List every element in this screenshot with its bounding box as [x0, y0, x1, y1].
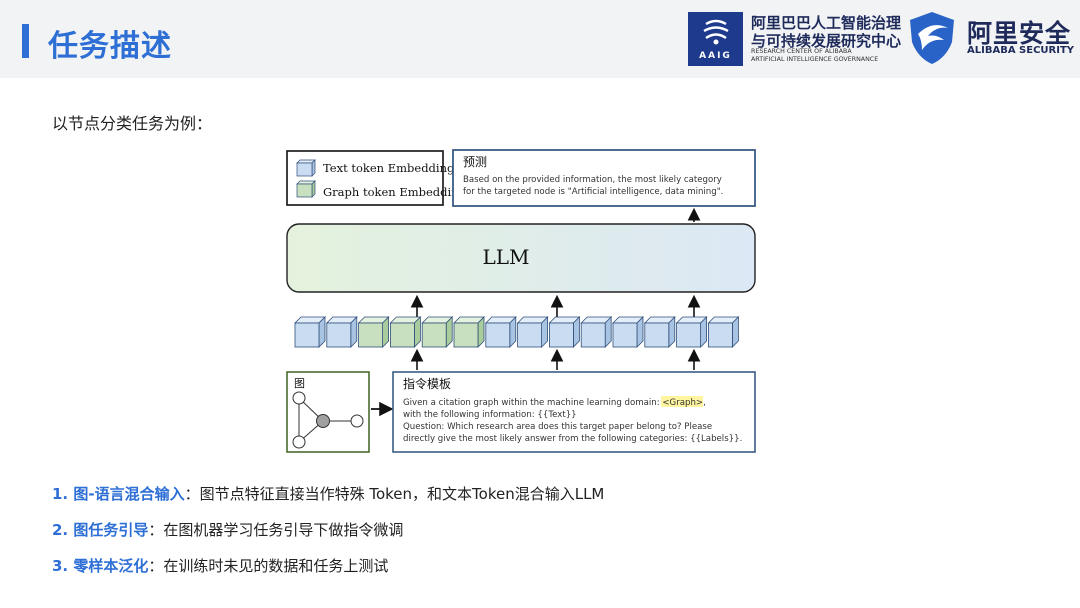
prediction-line2: for the targeted node is "Artificial int… — [463, 187, 723, 197]
text-token-cube — [580, 316, 613, 348]
aaig-en-line2: ARTIFICIAL INTELLIGENCE GOVERNANCE — [751, 56, 879, 63]
header-band — [0, 0, 1080, 78]
graph-token-cube — [389, 316, 422, 348]
bullet-3-text: ：在训练时未见的数据和任务上测试 — [148, 557, 389, 575]
legend-graph-token-label: Graph token Embedding — [323, 185, 467, 199]
instruction-line3: Question: Which research area does this … — [403, 422, 712, 432]
text-token-cube — [548, 316, 581, 348]
instruction-title: 指令模板 — [403, 376, 451, 391]
title-accent-bar — [22, 24, 29, 58]
aaig-name-line1: 阿里巴巴人工智能治理 — [751, 14, 902, 32]
legend-graph-token-icon — [296, 180, 316, 198]
bullet-item: 3. 零样本泛化：在训练时未见的数据和任务上测试 — [52, 555, 604, 591]
instruction-line1-prefix: Given a citation graph within the machin… — [403, 398, 662, 408]
aaig-name-line2: 与可持续发展研究中心 — [751, 32, 902, 50]
graph-token-cube — [421, 316, 454, 348]
text-token-cube — [516, 316, 549, 348]
text-token-cube — [643, 316, 676, 348]
aaig-logo: AAIG — [688, 12, 743, 66]
legend-text-token-icon — [296, 159, 316, 177]
text-token-cube — [294, 316, 326, 348]
intro-text: 以节点分类任务为例： — [52, 114, 213, 133]
legend-text-token-label: Text token Embedding — [323, 161, 455, 175]
graph-structure-icon — [292, 391, 364, 449]
instruction-line2: with the following information: {{Text}} — [403, 410, 577, 420]
security-name-en: ALIBABA SECURITY — [967, 45, 1075, 56]
bullet-item: 2. 图任务引导：在图机器学习任务引导下做指令微调 — [52, 519, 604, 555]
aaig-logo-icon — [703, 19, 729, 45]
aaig-badge-text: AAIG — [699, 51, 732, 61]
bullet-3-heading: 3. 零样本泛化 — [52, 557, 149, 575]
aaig-en-line1: RESEARCH CENTER OF ALIBABA — [751, 48, 852, 55]
security-name-cn: 阿里安全 — [967, 19, 1072, 48]
llm-label: LLM — [482, 245, 529, 269]
prediction-line1: Based on the provided information, the m… — [463, 175, 722, 185]
instruction-box — [392, 371, 756, 453]
bullet-2-heading: 2. 图任务引导 — [52, 521, 149, 539]
graph-llm-diagram: Text token Embedding Graph token Embeddi… — [286, 149, 756, 453]
shield-logo-icon — [910, 12, 954, 64]
graph-token-cube — [453, 316, 485, 348]
graph-token-cube — [357, 316, 390, 348]
bullet-2-text: ：在图机器学习任务引导下做指令微调 — [148, 521, 404, 539]
bullet-item: 1. 图-语言混合输入：图节点特征直接当作特殊 Token，和文本Token混合… — [52, 483, 604, 519]
instruction-line1: Given a citation graph within the machin… — [403, 398, 706, 408]
text-token-cube — [325, 316, 358, 348]
graph-box-title: 图 — [294, 377, 305, 390]
bullet-list: 1. 图-语言混合输入：图节点特征直接当作特殊 Token，和文本Token混合… — [52, 483, 604, 591]
instruction-graph-placeholder: <Graph> — [662, 398, 703, 408]
text-token-cube — [484, 316, 517, 348]
prediction-title: 预测 — [463, 155, 487, 169]
graph-placeholder-highlight — [661, 396, 703, 407]
instruction-line4: directly give the most likely answer fro… — [403, 434, 742, 444]
page-title: 任务描述 — [48, 29, 172, 64]
text-token-cube — [675, 316, 708, 348]
prediction-box — [452, 149, 756, 207]
text-token-cube — [612, 316, 644, 348]
text-token-cube — [707, 316, 740, 348]
bullet-1-heading: 1. 图-语言混合输入 — [52, 485, 185, 503]
llm-block — [286, 223, 756, 293]
token-sequence — [294, 316, 740, 348]
instruction-line1-suffix: , — [703, 398, 706, 408]
bullet-1-text: ：图节点特征直接当作特殊 Token，和文本Token混合输入LLM — [184, 485, 605, 503]
